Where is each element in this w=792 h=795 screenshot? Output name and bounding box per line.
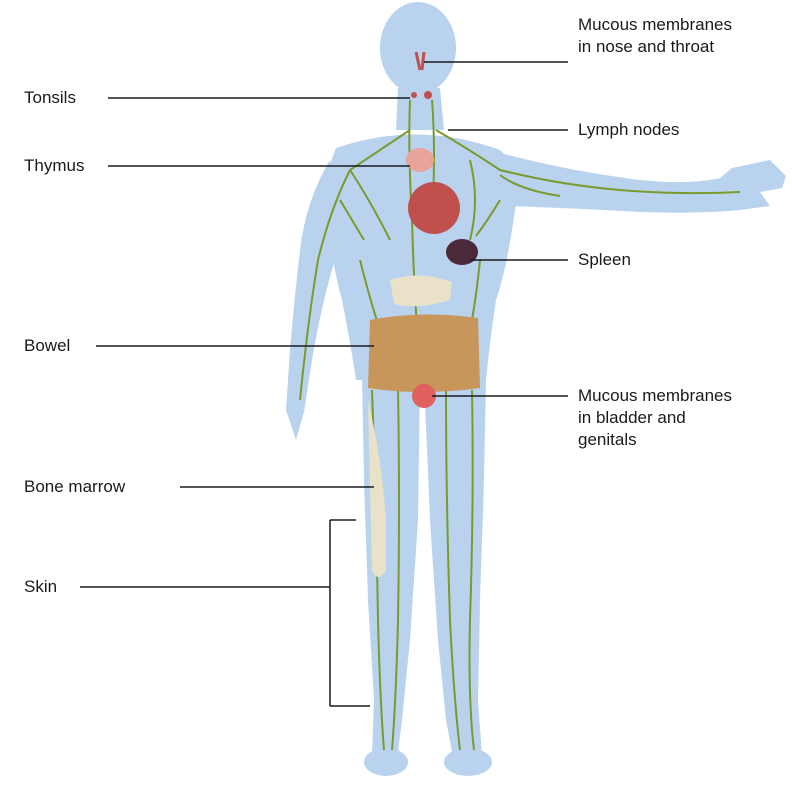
label-thymus: Thymus: [24, 155, 84, 177]
label-tonsils: Tonsils: [24, 87, 76, 109]
label-mucous-membranes-bladder-genitals: Mucous membranes in bladder and genitals: [578, 385, 732, 451]
label-bone-marrow: Bone marrow: [24, 476, 125, 498]
label-spleen: Spleen: [578, 249, 631, 271]
stomach-organ: [390, 275, 452, 306]
label-skin: Skin: [24, 576, 57, 598]
leader-skin: [80, 520, 370, 706]
label-lymph-nodes: Lymph nodes: [578, 119, 679, 141]
label-mucous-membranes-nose-throat: Mucous membranes in nose and throat: [578, 14, 732, 58]
tonsil-left: [411, 92, 417, 98]
label-bowel: Bowel: [24, 335, 70, 357]
tonsil-right: [424, 91, 432, 99]
heart-organ: [408, 182, 460, 234]
thymus-organ: [406, 148, 434, 172]
spleen-organ: [446, 239, 478, 265]
bowel-organ: [368, 314, 480, 392]
